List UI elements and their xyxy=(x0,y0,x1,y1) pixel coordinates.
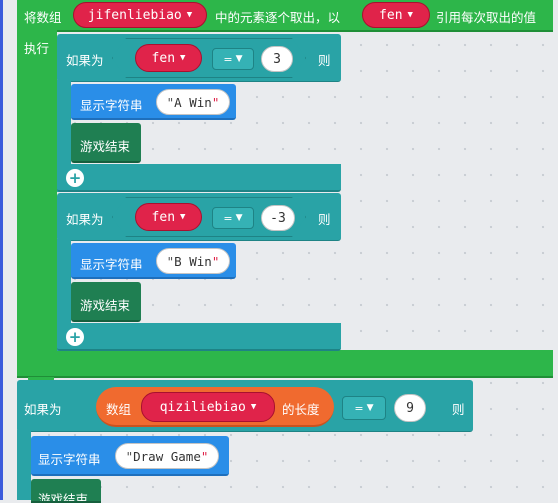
chevron-down-icon: ▼ xyxy=(366,403,374,413)
if-block-2-value-field[interactable]: -3 xyxy=(261,205,295,231)
chevron-down-icon: ▼ xyxy=(407,10,413,20)
chevron-down-icon: ▼ xyxy=(235,54,243,64)
if-block-2-then-label: 则 xyxy=(318,212,331,227)
game-over-block-1[interactable] xyxy=(71,123,141,163)
array-variable-dropdown[interactable]: jifenliebiao ▼ xyxy=(73,2,207,28)
if-block-3-operator: = xyxy=(354,401,364,415)
for-each-block-footer xyxy=(17,350,553,378)
array-variable-name: jifenliebiao xyxy=(87,7,182,23)
if-block-2-footer xyxy=(57,323,341,351)
if-block-3-then-label: 则 xyxy=(452,402,465,417)
if-block-1-then-label: 则 xyxy=(318,53,331,68)
if-block-2-label: 如果为 xyxy=(66,212,104,227)
array-length-array-label: 数组 xyxy=(106,402,132,417)
for-each-do-label: 执行 xyxy=(24,41,50,56)
if-block-1-value: 3 xyxy=(273,51,281,67)
chevron-down-icon: ▼ xyxy=(180,212,186,222)
if-block-3-array-dropdown[interactable]: qiziliebiao ▼ xyxy=(141,392,275,422)
if-block-2-add-icon[interactable]: + xyxy=(66,328,84,346)
for-each-mid-label: 中的元素逐个取出，以 xyxy=(215,10,341,25)
if-block-1-operator: = xyxy=(223,52,233,66)
show-string-block-3-text: Draw Game xyxy=(133,448,201,464)
if-block-2-operator: = xyxy=(223,211,233,225)
close-quote-icon: " xyxy=(211,94,220,110)
show-string-block-1-text: A Win xyxy=(174,94,212,110)
if-block-1-variable-dropdown[interactable]: fen ▼ xyxy=(135,44,202,72)
for-each-block-body-arm xyxy=(17,30,57,352)
game-over-block-3-label: 游戏结束 xyxy=(38,492,89,503)
if-block-1-footer xyxy=(57,164,341,192)
if-block-1-label: 如果为 xyxy=(66,53,104,68)
game-over-block-2-label: 游戏结束 xyxy=(80,298,131,313)
show-string-block-1-label: 显示字符串 xyxy=(80,98,143,113)
workspace-left-edge xyxy=(0,0,3,500)
if-block-3-operator-dropdown[interactable]: = ▼ xyxy=(342,396,386,420)
for-each-suffix-label: 引用每次取出的值 xyxy=(436,10,537,25)
close-quote-icon: " xyxy=(200,448,209,464)
if-block-2-operator-dropdown[interactable]: = ▼ xyxy=(212,207,254,229)
show-string-block-2-text: B Win xyxy=(174,253,212,269)
if-block-3-label: 如果为 xyxy=(24,402,62,417)
if-block-3-body-arm xyxy=(17,430,31,500)
show-string-block-2-label: 显示字符串 xyxy=(80,257,143,272)
chevron-down-icon: ▼ xyxy=(235,213,243,223)
if-block-1-add-icon[interactable]: + xyxy=(66,169,84,187)
chevron-down-icon: ▼ xyxy=(186,10,193,20)
close-quote-icon: " xyxy=(211,253,220,269)
open-quote-icon: " xyxy=(166,94,175,110)
if-block-1-variable-name: fen xyxy=(151,50,176,66)
item-variable-dropdown[interactable]: fen ▼ xyxy=(362,2,430,28)
item-variable-name: fen xyxy=(379,7,403,23)
array-length-suffix-label: 的长度 xyxy=(282,402,320,417)
game-over-block-2[interactable] xyxy=(71,282,141,322)
show-string-block-1-text-field[interactable]: "A Win" xyxy=(156,89,230,115)
if-block-3-value: 9 xyxy=(406,400,414,416)
if-block-2-variable-dropdown[interactable]: fen ▼ xyxy=(135,203,202,231)
if-block-1-value-field[interactable]: 3 xyxy=(261,46,293,72)
if-block-3-value-field[interactable]: 9 xyxy=(394,394,426,422)
game-over-block-1-label: 游戏结束 xyxy=(80,139,131,154)
show-string-block-2-text-field[interactable]: "B Win" xyxy=(156,248,230,274)
chevron-down-icon: ▼ xyxy=(180,53,186,63)
if-block-1-operator-dropdown[interactable]: = ▼ xyxy=(212,48,254,70)
open-quote-icon: " xyxy=(125,448,134,464)
chevron-down-icon: ▼ xyxy=(250,402,257,412)
game-over-block-3[interactable]: 游戏结束 xyxy=(31,479,101,503)
if-block-2-value: -3 xyxy=(270,210,286,226)
for-each-prefix-label: 将数组 xyxy=(24,10,62,25)
show-string-block-3-text-field[interactable]: "Draw Game" xyxy=(115,443,219,469)
if-block-3-array-name: qiziliebiao xyxy=(159,399,246,415)
if-block-2-variable-name: fen xyxy=(151,209,176,225)
open-quote-icon: " xyxy=(166,253,175,269)
show-string-block-3-label: 显示字符串 xyxy=(38,452,101,467)
